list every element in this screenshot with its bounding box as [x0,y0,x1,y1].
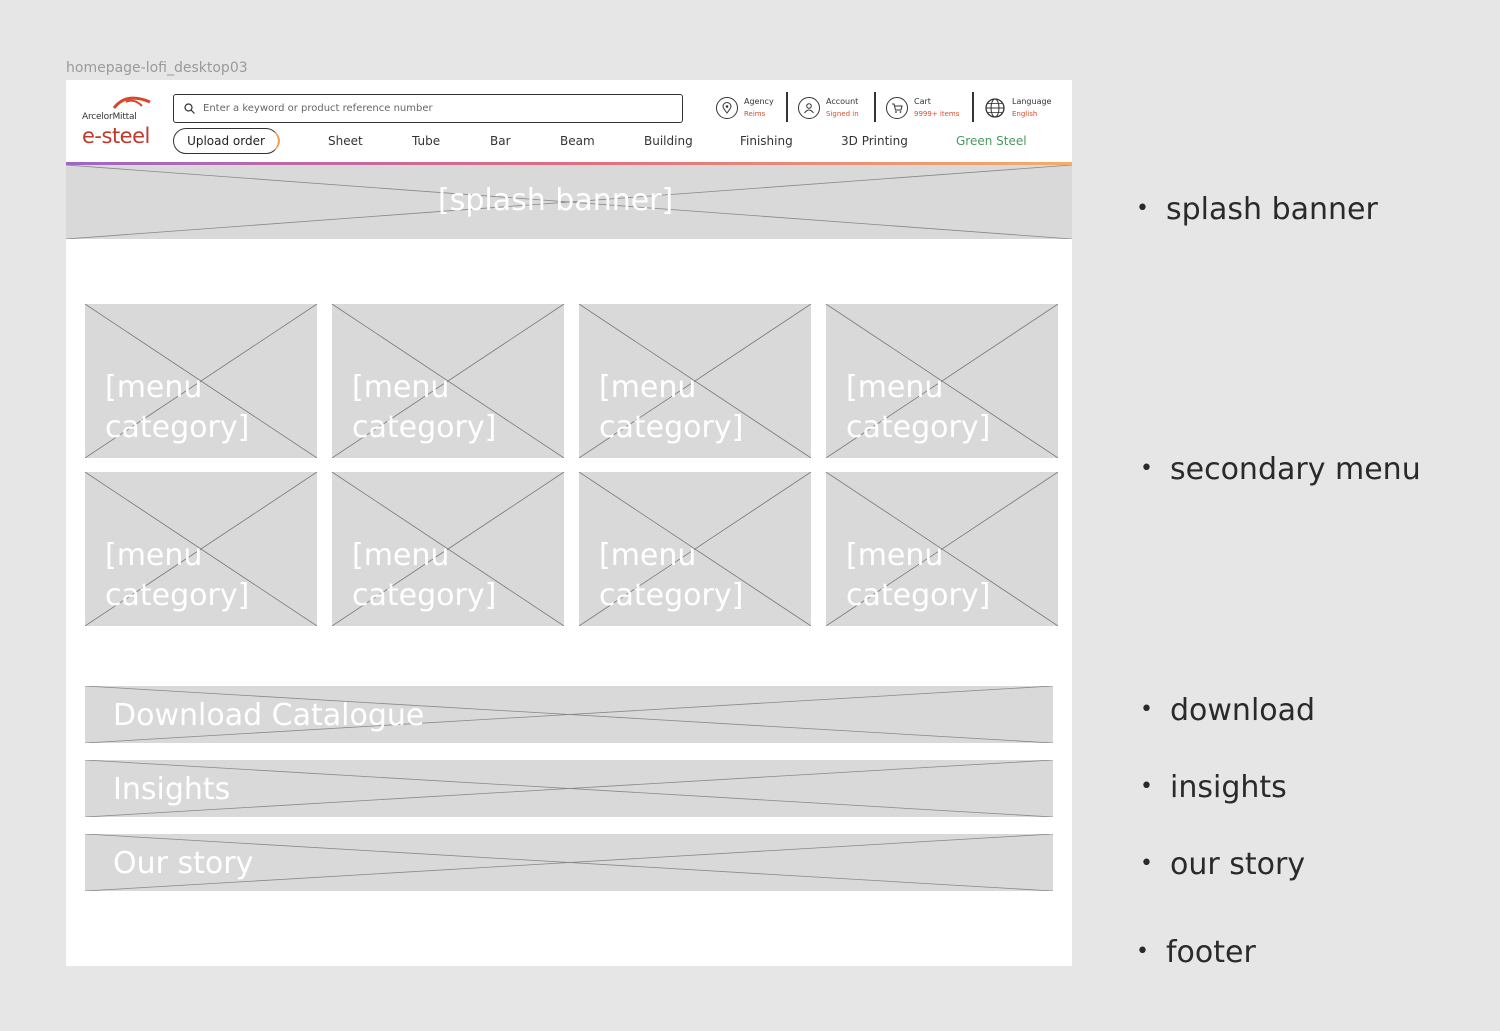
cart-title: Cart [914,97,931,106]
search-input[interactable] [203,103,663,114]
placeholder-cross [826,304,1058,458]
search-icon [184,103,195,114]
menu-category-tile[interactable]: [menu category] [826,304,1058,458]
nav-item-green-steel[interactable]: Green Steel [956,134,1027,148]
menu-category-label: [menu category] [105,370,250,445]
placeholder-cross [332,472,564,626]
placeholder-cross [85,834,1053,891]
menu-category-tile[interactable]: [menu category] [579,472,811,626]
menu-category-label: [menu category] [846,370,991,445]
agency-selector[interactable]: Agency Reims [716,92,774,124]
language-title: Language [1012,97,1052,106]
menu-category-tile[interactable]: [menu category] [579,304,811,458]
placeholder-cross [85,304,317,458]
splash-banner-label: [splash banner] [438,183,674,218]
placeholder-cross [579,472,811,626]
user-icon [798,97,820,119]
placeholder-cross [579,304,811,458]
placeholder-cross [332,304,564,458]
search-bar[interactable] [173,94,683,123]
menu-category-tile[interactable]: [menu category] [826,472,1058,626]
menu-category-tile[interactable]: [menu category] [332,304,564,458]
menu-category-tile[interactable]: [menu category] [332,472,564,626]
account-title: Account [826,97,859,106]
language-selector[interactable]: Language English [984,92,1051,124]
account-status: Signed in [826,110,859,118]
location-pin-icon [716,97,738,119]
menu-category-label: [menu category] [599,538,744,613]
agency-title: Agency [744,97,774,106]
agency-value: Reims [744,110,766,118]
frame-label: homepage-lofi_desktop03 [66,60,248,76]
annotation-insights: •insights [1140,770,1287,805]
nav-item-finishing[interactable]: Finishing [740,134,793,148]
menu-category-label: [menu category] [846,538,991,613]
globe-icon [984,97,1006,119]
nav-item-beam[interactable]: Beam [560,134,595,148]
divider [874,92,876,122]
placeholder-cross [826,472,1058,626]
placeholder-cross [85,472,317,626]
account-menu[interactable]: Account Signed in [798,92,859,124]
header-accent-line [66,162,1072,165]
cart-button[interactable]: Cart 9999+ items [886,92,959,124]
splash-banner[interactable]: [splash banner] [66,165,1072,239]
download-catalogue-section[interactable]: Download Catalogue [85,686,1053,743]
our-story-label: Our story [113,846,254,881]
language-value: English [1012,110,1038,118]
annotation-footer: •footer [1136,935,1256,970]
insights-label: Insights [113,772,231,807]
logo[interactable]: ArcelorMittal e-steel [82,94,162,154]
nav-item-building[interactable]: Building [644,134,693,148]
annotation-splash-banner: •splash banner [1136,192,1378,227]
divider [972,92,974,122]
download-catalogue-label: Download Catalogue [113,698,425,733]
insights-section[interactable]: Insights [85,760,1053,817]
menu-category-tile[interactable]: [menu category] [85,304,317,458]
menu-category-label: [menu category] [105,538,250,613]
menu-category-label: [menu category] [599,370,744,445]
our-story-section[interactable]: Our story [85,834,1053,891]
annotation-download: •download [1140,693,1316,728]
divider [786,92,788,122]
menu-category-label: [menu category] [352,370,497,445]
menu-category-label: [menu category] [352,538,497,613]
homepage-artboard: ArcelorMittal e-steel Agency Reims Accou… [66,80,1072,966]
nav-item-tube[interactable]: Tube [412,134,441,148]
logo-swoosh-icon [112,96,151,109]
cart-count: 9999+ items [914,110,960,118]
annotation-our-story: •our story [1140,847,1306,882]
nav-item-3d-printing[interactable]: 3D Printing [841,134,908,148]
logo-brand-text: ArcelorMittal [82,112,137,122]
upload-order-button[interactable]: Upload order [173,128,280,154]
nav-item-sheet[interactable]: Sheet [328,134,363,148]
placeholder-cross [85,686,1053,743]
annotation-secondary-menu: •secondary menu [1140,452,1421,487]
placeholder-cross [85,760,1053,817]
logo-name-text: e-steel [82,124,150,148]
placeholder-cross [66,165,1072,239]
menu-category-tile[interactable]: [menu category] [85,472,317,626]
nav-item-bar[interactable]: Bar [490,134,511,148]
cart-icon [886,97,908,119]
